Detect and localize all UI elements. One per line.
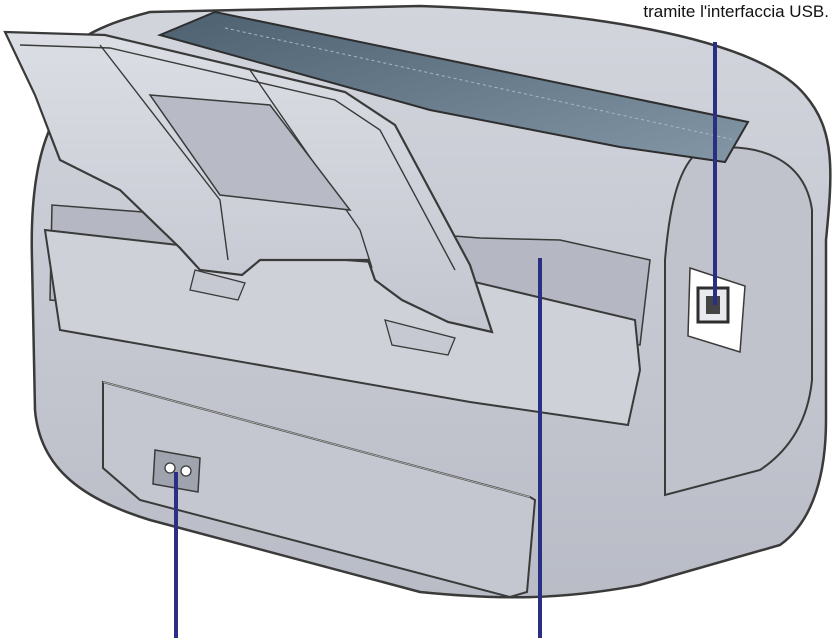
paper-support-window <box>148 94 352 211</box>
top-cover <box>156 10 750 164</box>
power-inlet-icon <box>152 449 201 493</box>
usb-callout-caption: tramite l'interfaccia USB. <box>643 2 829 21</box>
rear-lower-cover <box>102 380 537 599</box>
